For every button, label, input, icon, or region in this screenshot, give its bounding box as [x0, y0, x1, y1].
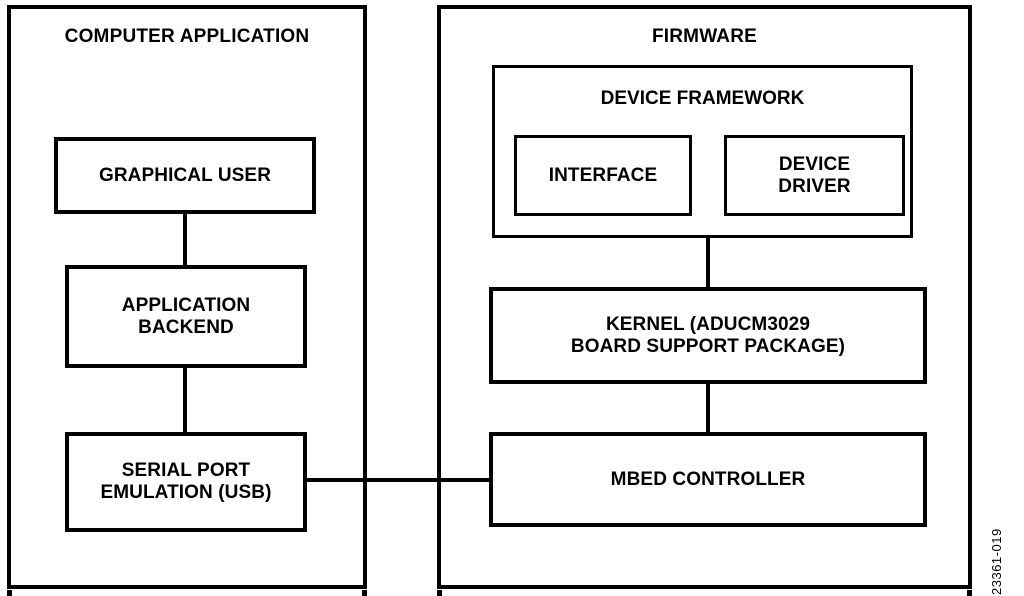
box-graphical-user: GRAPHICAL USER	[54, 137, 316, 214]
box-graphical-user-label: GRAPHICAL USER	[98, 164, 272, 186]
box-application-backend-label: APPLICATION BACKEND	[121, 294, 251, 338]
connector-kernel-to-mbed	[706, 382, 710, 434]
connector-framework-to-kernel	[706, 236, 710, 289]
box-application-backend: APPLICATION BACKEND	[65, 265, 307, 368]
box-serial-port-emulation: SERIAL PORT EMULATION (USB)	[65, 432, 307, 532]
box-interface: INTERFACE	[514, 135, 692, 216]
figure-id-label: 23361-019	[989, 528, 1004, 595]
box-kernel-label: KERNEL (ADUCM3029 BOARD SUPPORT PACKAGE)	[570, 313, 846, 357]
box-mbed-controller-label: MBED CONTROLLER	[610, 468, 806, 490]
connector-gui-to-backend	[183, 212, 187, 267]
tick-mark-left-outer	[7, 590, 12, 596]
connector-backend-to-serial	[183, 366, 187, 434]
box-device-driver: DEVICE DRIVER	[724, 135, 905, 216]
box-interface-label: INTERFACE	[548, 164, 658, 186]
box-device-framework-label: DEVICE FRAMEWORK	[600, 88, 805, 109]
tick-mark-left-inner	[362, 590, 367, 596]
panel-title-computer-application: COMPUTER APPLICATION	[64, 26, 310, 47]
panel-title-firmware: FIRMWARE	[651, 26, 758, 47]
tick-mark-right-inner	[437, 590, 442, 596]
box-device-driver-label: DEVICE DRIVER	[778, 153, 851, 197]
connector-serial-to-mbed	[305, 478, 491, 482]
box-kernel: KERNEL (ADUCM3029 BOARD SUPPORT PACKAGE)	[489, 287, 927, 384]
box-serial-port-emulation-label: SERIAL PORT EMULATION (USB)	[100, 460, 272, 503]
box-mbed-controller: MBED CONTROLLER	[489, 432, 927, 527]
tick-mark-right-outer	[967, 590, 972, 596]
